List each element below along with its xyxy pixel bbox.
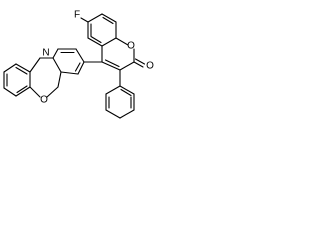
pyridine-ring (52, 48, 85, 75)
bond (77, 61, 85, 75)
bond (29, 86, 41, 98)
double-bond (102, 16, 114, 25)
bond (119, 109, 135, 119)
pyran-ring (29, 57, 62, 98)
bond (101, 61, 121, 71)
carbonyl-bond (134, 58, 146, 65)
chromene-benzo-ring (3, 63, 31, 97)
bond (3, 87, 17, 97)
bond (101, 37, 117, 47)
bond (52, 57, 62, 73)
bond (29, 57, 41, 73)
atom-labels: F O O N O (40, 10, 154, 106)
bond (46, 86, 59, 98)
bond (101, 13, 117, 23)
double-bond (90, 35, 102, 44)
phenyl-ring (105, 69, 135, 119)
bond (57, 71, 62, 88)
coumarin-ring-oxygen-label: O (127, 41, 135, 52)
bond (15, 86, 31, 97)
bond (75, 48, 85, 63)
pyridine-nitrogen-label: N (42, 48, 49, 59)
carbon-fluorine-bond (80, 17, 89, 23)
double-bond (15, 66, 28, 75)
bond (115, 37, 129, 46)
bond (15, 63, 31, 73)
bond (105, 85, 121, 95)
bond (105, 109, 121, 119)
bond (60, 71, 79, 75)
fluorine-atom-label: F (74, 10, 80, 21)
double-bond (74, 62, 81, 72)
pyran-oxygen-label: O (40, 95, 48, 106)
bond (3, 63, 17, 73)
carbonyl-bond (133, 61, 144, 68)
bond (119, 85, 135, 95)
double-bond (120, 88, 132, 97)
coumarin-pyranone-ring (101, 37, 146, 71)
bond (87, 13, 103, 23)
bond (52, 48, 59, 59)
double-bond (104, 59, 120, 68)
coumarin-benzo-ring (80, 13, 117, 47)
chemical-structure-diagram: F O O N O (3, 10, 154, 119)
bond (87, 37, 103, 47)
double-bond (16, 85, 28, 94)
bond (119, 61, 135, 71)
carbonyl-oxygen-label: O (146, 61, 154, 72)
